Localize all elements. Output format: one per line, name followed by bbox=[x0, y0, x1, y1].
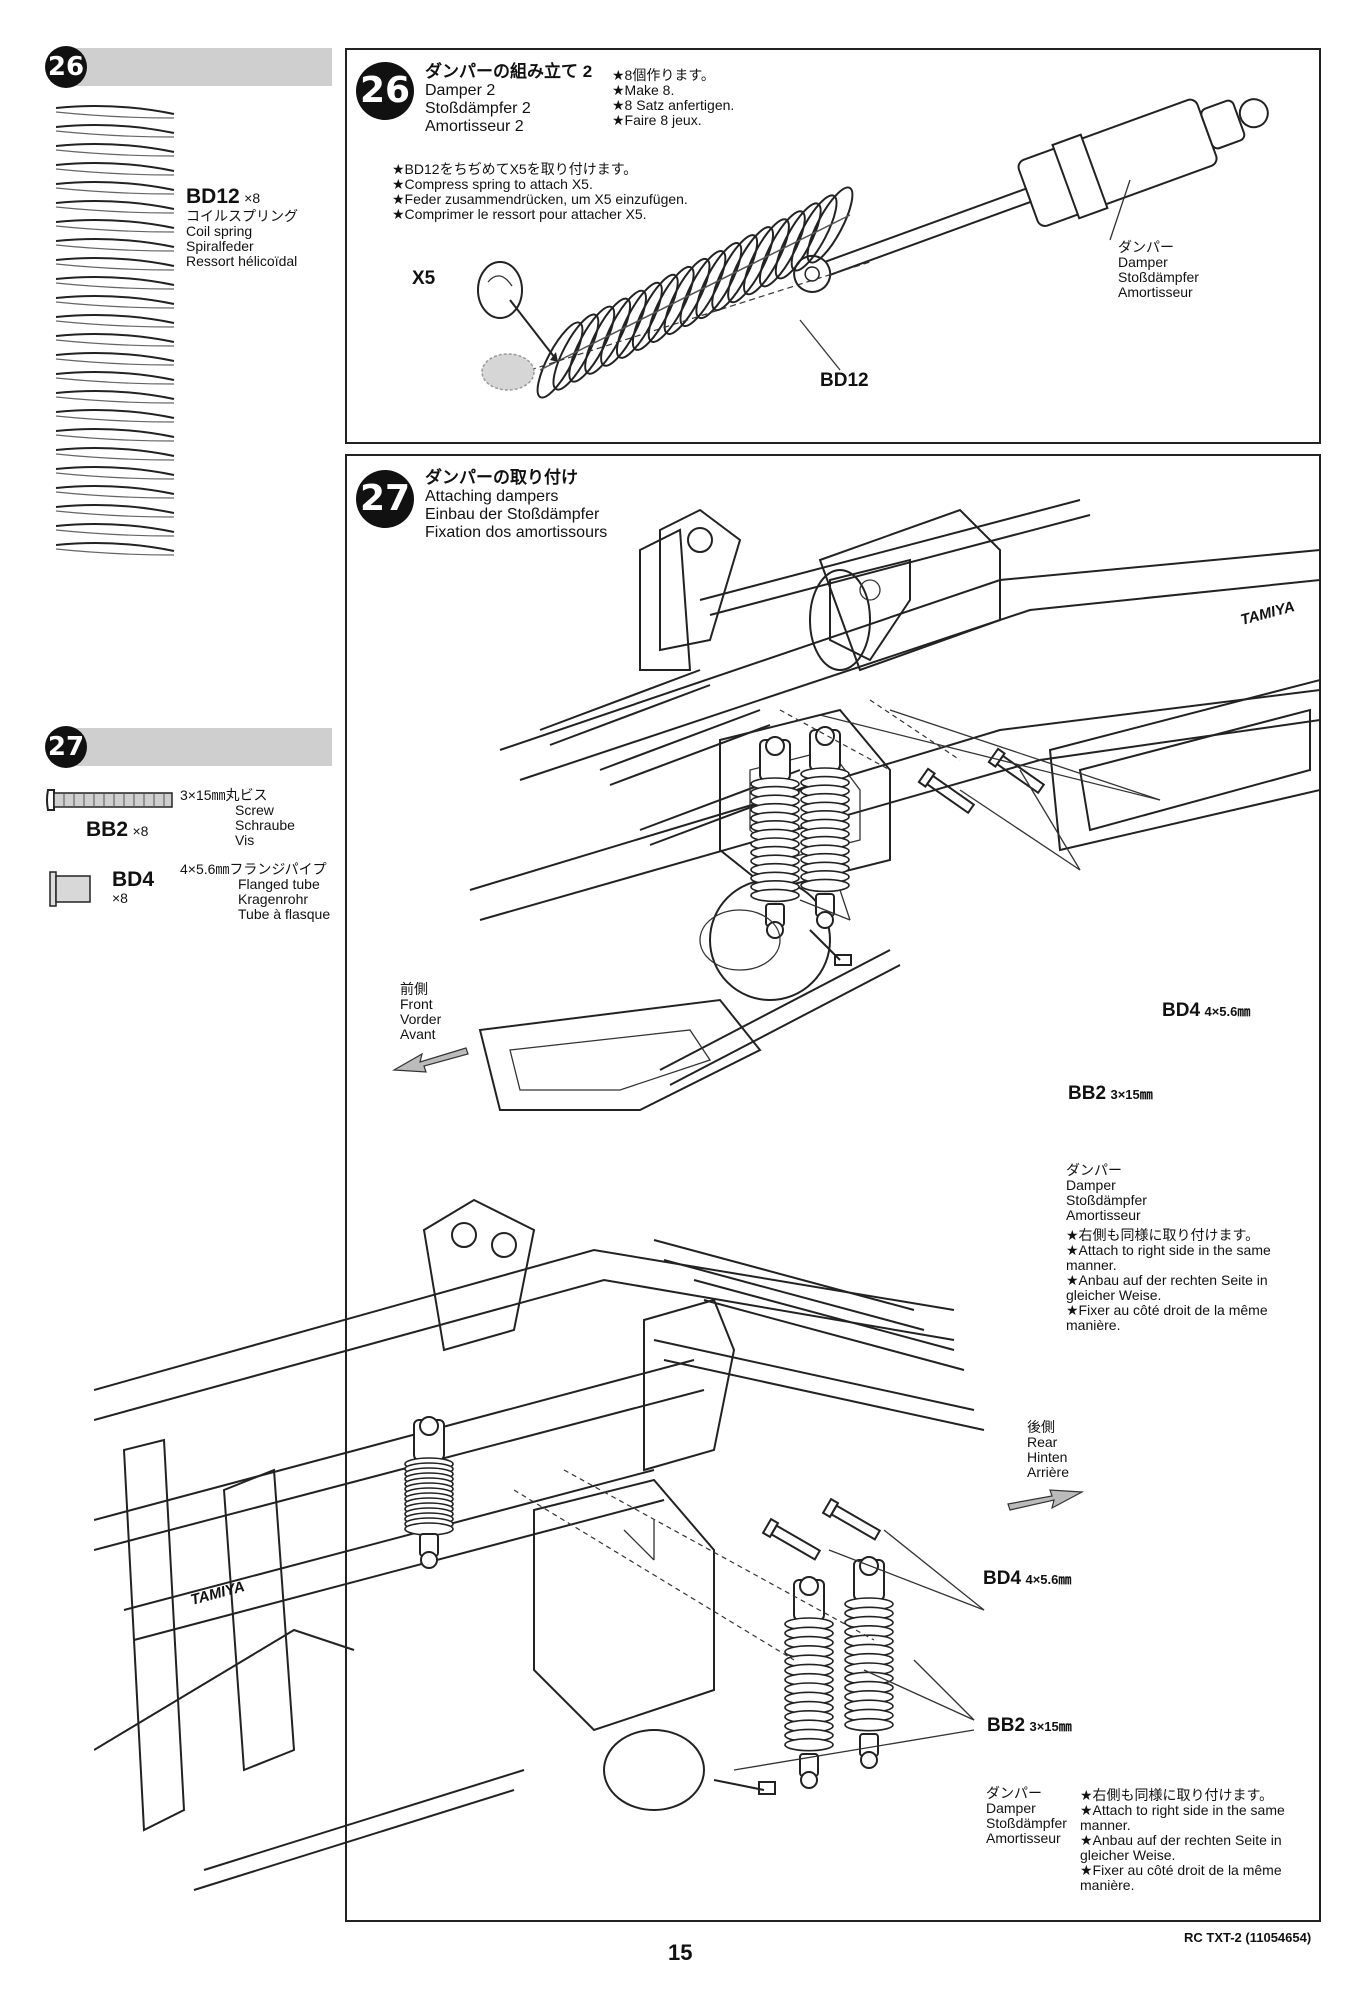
screw-icon bbox=[46, 789, 173, 811]
page-number: 15 bbox=[668, 1940, 693, 1965]
step26-make-notes: ★8個作ります。 ★Make 8. ★8 Satz anfertigen. ★F… bbox=[612, 67, 735, 128]
part-name-fr: Ressort hélicoïdal bbox=[186, 253, 298, 269]
part-bb2-code: BB2 ×8 bbox=[86, 818, 149, 841]
step26-titles: ダンパーの組み立て 2 Damper 2 Stoßdämpfer 2 Amort… bbox=[425, 62, 593, 135]
document-id: RC TXT-2 (11054654) bbox=[1184, 1930, 1312, 1945]
callout-bd12: BD12 bbox=[820, 370, 869, 391]
callout-x5: X5 bbox=[412, 268, 436, 289]
step27-number: 27 bbox=[356, 470, 414, 528]
front-arrow-icon bbox=[391, 1047, 469, 1073]
step26-damper-label: ダンパー Damper Stoßdämpfer Amortisseur bbox=[1118, 239, 1199, 300]
front-direction-label: 前側 Front Vorder Avant bbox=[400, 981, 442, 1042]
rear-arrow-icon bbox=[1007, 1489, 1085, 1511]
coil-spring-illustration bbox=[55, 105, 175, 556]
step26-panel bbox=[345, 48, 1321, 444]
rear-callout-bd4: BD4 4×5.6㎜ bbox=[983, 1568, 1072, 1589]
front-callout-damper: ダンパー Damper Stoßdämpfer Amortisseur bbox=[1066, 1162, 1147, 1223]
front-callout-bd4: BD4 4×5.6㎜ bbox=[1162, 1000, 1251, 1021]
step27-sidebar-number: 27 bbox=[45, 726, 87, 768]
rear-callout-bb2: BB2 3×15㎜ bbox=[987, 1715, 1072, 1736]
part-code-bd12: BD12 bbox=[186, 185, 240, 208]
flanged-tube-icon bbox=[49, 871, 91, 907]
step27-sidebar-header-bar bbox=[58, 728, 332, 766]
step26-sidebar-part: BD12 ×8 コイルスプリング Coil spring Spiralfeder… bbox=[186, 185, 298, 269]
step26-number: 26 bbox=[356, 62, 414, 120]
part-bb2-size: 3×15㎜丸ビス bbox=[180, 787, 268, 803]
part-name-jp: コイルスプリング bbox=[186, 208, 298, 224]
part-qty: ×8 bbox=[244, 190, 261, 206]
part-name-en: Coil spring bbox=[186, 223, 253, 239]
step27-panel bbox=[345, 454, 1321, 1922]
part-bd4-size: 4×5.6㎜フランジパイプ bbox=[180, 861, 327, 877]
step26-instructions: ★BD12をちぢめてX5を取り付けます。 ★Compress spring to… bbox=[392, 161, 688, 222]
front-chassis-illustration bbox=[469, 499, 1320, 1111]
part-bb2-names: 3×15㎜丸ビス Screw Schraube Vis bbox=[180, 787, 295, 848]
rear-callout-damper: ダンパー Damper Stoßdämpfer Amortisseur bbox=[986, 1785, 1067, 1846]
part-name-de: Spiralfeder bbox=[186, 238, 254, 254]
rear-direction-label: 後側 Rear Hinten Arrière bbox=[1027, 1419, 1070, 1480]
front-callout-bb2: BB2 3×15㎜ bbox=[1068, 1083, 1153, 1104]
front-callout-note: ★右側も同様に取り付けます。 ★Attach to right side in … bbox=[1066, 1227, 1271, 1333]
rear-chassis-illustration bbox=[94, 1198, 985, 1891]
rear-callout-note: ★右側も同様に取り付けます。 ★Attach to right side in … bbox=[1080, 1787, 1285, 1893]
part-bd4-code: BD4 ×8 bbox=[112, 868, 155, 906]
part-bd4-names: 4×5.6㎜フランジパイプ Flanged tube Kragenrohr Tu… bbox=[180, 861, 331, 922]
step27-titles: ダンパーの取り付け Attaching dampers Einbau der S… bbox=[425, 468, 608, 541]
damper-assembly-illustration bbox=[477, 98, 1269, 399]
step26-sidebar-header-bar bbox=[58, 48, 332, 86]
step26-sidebar-number: 26 bbox=[45, 46, 87, 88]
